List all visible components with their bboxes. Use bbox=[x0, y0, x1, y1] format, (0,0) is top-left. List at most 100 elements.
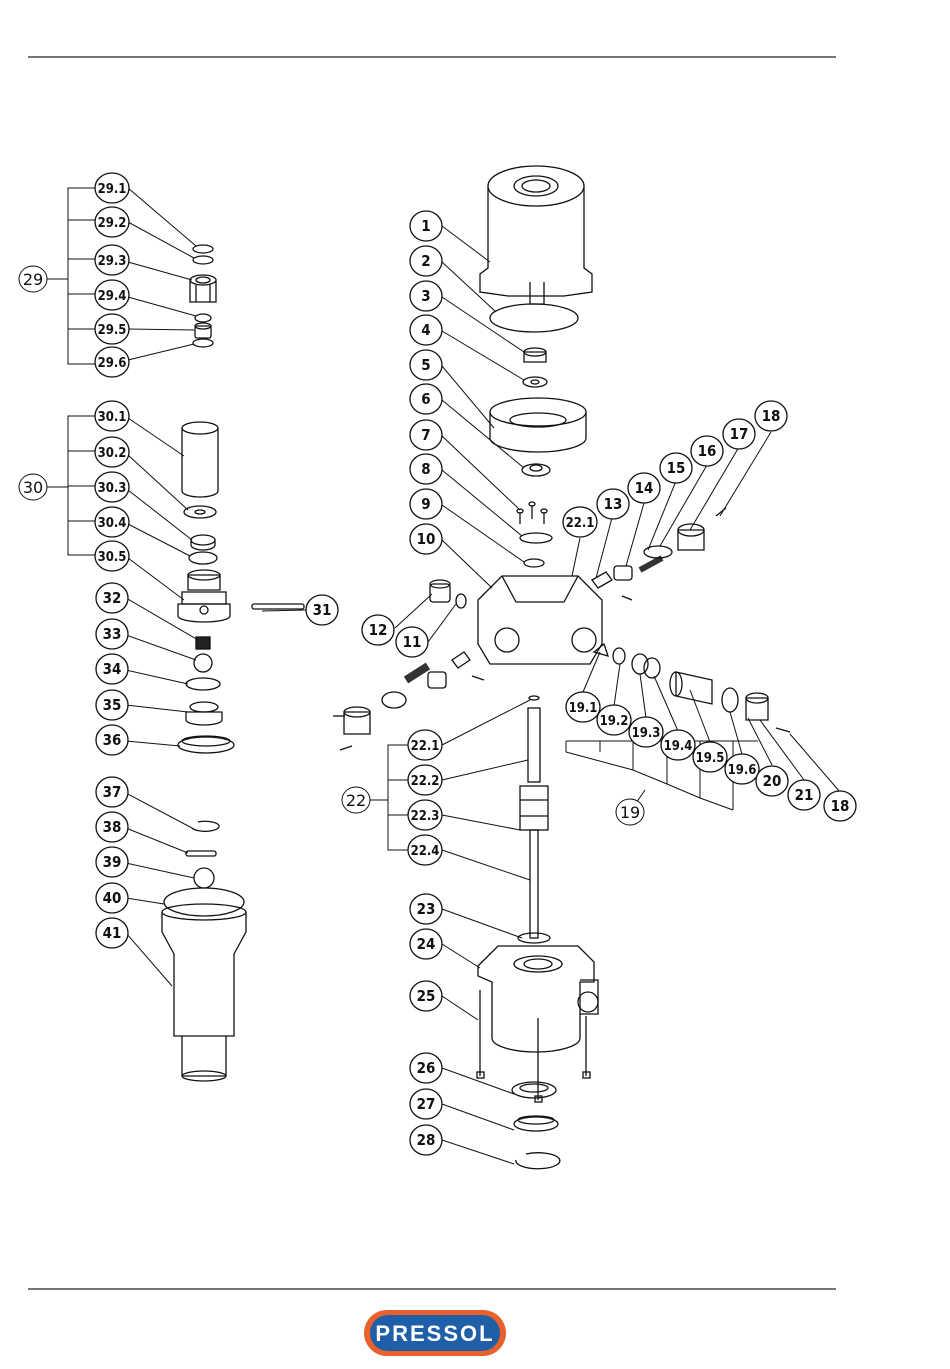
callout-c29-4: 29.4 bbox=[95, 280, 129, 310]
callout-c33: 33 bbox=[96, 619, 128, 649]
callout-c17: 17 bbox=[723, 419, 755, 449]
callout-number: 27 bbox=[417, 1095, 436, 1113]
callout-number: 19.3 bbox=[632, 726, 661, 741]
callout-c31: 31 bbox=[306, 595, 338, 625]
callout-number: 19.2 bbox=[600, 714, 629, 729]
callout-number: 3 bbox=[421, 287, 430, 305]
callout-c19-3: 19.3 bbox=[629, 717, 663, 747]
callout-number: 2 bbox=[421, 252, 430, 270]
logo-text: PRESSOL bbox=[375, 1321, 494, 1346]
callout-c12: 12 bbox=[362, 615, 394, 645]
callout-c29-1: 29.1 bbox=[95, 173, 129, 203]
group-19-label: 19 bbox=[620, 803, 640, 822]
callout-number: 22.1 bbox=[411, 739, 440, 754]
callout-c19-1: 19.1 bbox=[566, 692, 600, 722]
callout-number: 7 bbox=[421, 426, 430, 444]
callout-c41: 41 bbox=[96, 918, 128, 948]
callout-c20: 20 bbox=[756, 766, 788, 796]
callout-c18b: 18 bbox=[824, 791, 856, 821]
group-30-label: 30 bbox=[23, 478, 43, 497]
callout-number: 19.6 bbox=[728, 763, 757, 778]
callout-number: 22.1 bbox=[566, 516, 595, 531]
callout-number: 29.6 bbox=[98, 356, 127, 371]
callout-c9: 9 bbox=[410, 489, 442, 519]
callout-number: 35 bbox=[103, 696, 122, 714]
callout-c27: 27 bbox=[410, 1089, 442, 1119]
callout-number: 5 bbox=[421, 356, 430, 374]
callout-number: 19.4 bbox=[664, 739, 693, 754]
callout-number: 29.2 bbox=[98, 216, 127, 231]
callout-c29-2: 29.2 bbox=[95, 207, 129, 237]
callout-number: 25 bbox=[417, 987, 436, 1005]
callout-c26: 26 bbox=[410, 1053, 442, 1083]
callout-c37: 37 bbox=[96, 777, 128, 807]
callout-number: 30.1 bbox=[98, 410, 127, 425]
callout-number: 26 bbox=[417, 1059, 436, 1077]
callout-c18a: 18 bbox=[755, 401, 787, 431]
callout-c40: 40 bbox=[96, 883, 128, 913]
callout-number: 22.4 bbox=[411, 844, 440, 859]
callout-c29-5: 29.5 bbox=[95, 314, 129, 344]
callout-c15: 15 bbox=[660, 453, 692, 483]
group-22-label: 22 bbox=[346, 791, 366, 810]
callout-c28: 28 bbox=[410, 1125, 442, 1155]
callout-c1: 1 bbox=[410, 211, 442, 241]
group-29-label: 29 bbox=[23, 270, 43, 289]
callout-c22-3: 22.3 bbox=[408, 800, 442, 830]
callout-c21: 21 bbox=[788, 780, 820, 810]
callout-number: 14 bbox=[635, 479, 654, 497]
callout-number: 36 bbox=[103, 731, 122, 749]
callout-number: 19.1 bbox=[569, 701, 598, 716]
callout-c5: 5 bbox=[410, 350, 442, 380]
callout-c4: 4 bbox=[410, 315, 442, 345]
callout-number: 8 bbox=[421, 460, 430, 478]
pressol-logo: PRESSOL bbox=[364, 1310, 506, 1356]
callout-number: 29.4 bbox=[98, 289, 127, 304]
callout-c23: 23 bbox=[410, 894, 442, 924]
callout-c30-4: 30.4 bbox=[95, 507, 129, 537]
callout-number: 24 bbox=[417, 935, 436, 953]
callout-number: 28 bbox=[417, 1131, 436, 1149]
callout-number: 22.3 bbox=[411, 809, 440, 824]
callout-number: 22.2 bbox=[411, 774, 440, 789]
callout-number: 30.5 bbox=[98, 550, 127, 565]
callout-number: 16 bbox=[698, 442, 717, 460]
callout-c13: 13 bbox=[597, 489, 629, 519]
callout-c30-1: 30.1 bbox=[95, 401, 129, 431]
callout-number: 13 bbox=[604, 495, 623, 513]
callout-c30-3: 30.3 bbox=[95, 472, 129, 502]
callout-number: 6 bbox=[421, 390, 430, 408]
callout-c7: 7 bbox=[410, 420, 442, 450]
callout-c19-5: 19.5 bbox=[693, 742, 727, 772]
callout-number: 29.5 bbox=[98, 323, 127, 338]
callout-number: 39 bbox=[103, 853, 122, 871]
callout-number: 33 bbox=[103, 625, 122, 643]
callout-number: 17 bbox=[730, 425, 749, 443]
callout-c38: 38 bbox=[96, 812, 128, 842]
callout-c35: 35 bbox=[96, 690, 128, 720]
callout-c24: 24 bbox=[410, 929, 442, 959]
callout-number: 23 bbox=[417, 900, 436, 918]
callout-c19-4: 19.4 bbox=[661, 730, 695, 760]
callout-number: 18 bbox=[831, 797, 850, 815]
callout-number: 18 bbox=[762, 407, 781, 425]
callout-c22-1b: 22.1 bbox=[408, 730, 442, 760]
callout-c14: 14 bbox=[628, 473, 660, 503]
callout-c19-2: 19.2 bbox=[597, 705, 631, 735]
callout-number: 37 bbox=[103, 783, 122, 801]
callout-c19-6: 19.6 bbox=[725, 754, 759, 784]
callout-c30-2: 30.2 bbox=[95, 437, 129, 467]
callout-number: 15 bbox=[667, 459, 686, 477]
callout-number: 41 bbox=[103, 924, 122, 942]
callout-c36: 36 bbox=[96, 725, 128, 755]
callout-c10: 10 bbox=[410, 524, 442, 554]
callout-number: 21 bbox=[795, 786, 814, 804]
callout-number: 19.5 bbox=[696, 751, 725, 766]
callout-c16: 16 bbox=[691, 436, 723, 466]
callout-c22-4: 22.4 bbox=[408, 835, 442, 865]
callout-number: 10 bbox=[417, 530, 436, 548]
callout-c25: 25 bbox=[410, 981, 442, 1011]
callout-number: 31 bbox=[313, 601, 332, 619]
callout-c3: 3 bbox=[410, 281, 442, 311]
